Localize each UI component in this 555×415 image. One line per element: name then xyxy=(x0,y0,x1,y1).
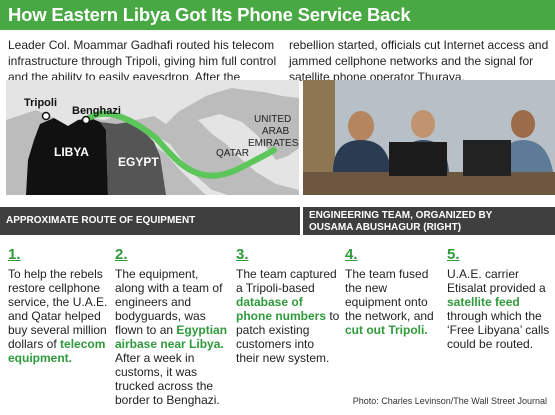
step-1-text: To help the rebels restore cellphone ser… xyxy=(8,267,108,365)
step-2-highlight: Egyptian airbase near Libya. xyxy=(115,323,228,351)
step-2-text-b: After a week in customs, it was trucked … xyxy=(115,351,220,407)
laptop-right xyxy=(463,140,511,176)
person-left-head xyxy=(348,111,374,141)
person-middle-head xyxy=(411,110,435,138)
label-benghazi: Benghazi xyxy=(72,105,121,117)
team-photo-graphic xyxy=(303,80,555,195)
label-libya: LIBYA xyxy=(54,145,89,159)
intro-text-right: rebellion started, officials cut Interne… xyxy=(289,38,549,84)
photo-caption-bar: ENGINEERING TEAM, ORGANIZED BY OUSAMA AB… xyxy=(303,207,555,235)
benghazi-dot xyxy=(81,115,91,125)
step-3-text-a: The team captured a Tripoli-based xyxy=(236,267,337,295)
photo-table xyxy=(303,172,555,195)
step-3-highlight: database of phone numbers xyxy=(236,295,327,323)
step-2-text: The equipment, along with a team of engi… xyxy=(115,267,231,407)
step-5-number: 5. xyxy=(447,246,460,263)
step-2: 2. The equipment, along with a team of e… xyxy=(115,246,231,407)
step-5: 5. U.A.E. carrier Etisalat provided a sa… xyxy=(447,246,551,351)
header-banner: How Eastern Libya Got Its Phone Service … xyxy=(0,0,555,30)
page-title: How Eastern Libya Got Its Phone Service … xyxy=(8,4,411,25)
photo-credit: Photo: Charles Levinson/The Wall Street … xyxy=(352,396,547,406)
step-2-number: 2. xyxy=(115,246,128,263)
intro-text-left: Leader Col. Moammar Gadhafi routed his t… xyxy=(8,38,277,84)
step-4-text: The team fused the new equipment onto th… xyxy=(345,267,440,337)
map-caption: APPROXIMATE ROUTE OF EQUIPMENT xyxy=(6,215,196,226)
step-3-number: 3. xyxy=(236,246,249,263)
step-4: 4. The team fused the new equipment onto… xyxy=(345,246,440,337)
person-left-body xyxy=(333,140,391,172)
step-4-number: 4. xyxy=(345,246,358,263)
route-line xyxy=(83,110,277,179)
label-uae-line1: UNITED xyxy=(254,114,291,125)
step-4-highlight: cut out Tripoli. xyxy=(345,323,428,337)
label-tripoli: Tripoli xyxy=(24,97,57,109)
route-map-graphic: Tripoli Benghazi LIBYA EGYPT QATAR UNITE… xyxy=(6,80,299,195)
step-5-highlight: satellite feed xyxy=(447,295,520,309)
step-3-text-b: to patch existing customers into their n… xyxy=(236,309,340,365)
label-egypt: EGYPT xyxy=(118,155,159,169)
step-5-text-a: U.A.E. carrier Etisalat provided a xyxy=(447,267,546,295)
step-1-number: 1. xyxy=(8,246,21,263)
step-4-text-a: The team fused the new equipment onto th… xyxy=(345,267,434,323)
label-uae-line3: EMIRATES xyxy=(248,138,299,149)
label-qatar: QATAR xyxy=(216,148,249,159)
step-5-text-b: through which the ‘Free Libyana’ calls c… xyxy=(447,309,550,351)
step-1: 1. To help the rebels restore cellphone … xyxy=(8,246,108,365)
step-1-highlight: telecom equipment. xyxy=(8,337,106,365)
step-3-text: The team captured a Tripoli-based databa… xyxy=(236,267,340,365)
step-5-text: U.A.E. carrier Etisalat provided a satel… xyxy=(447,267,551,351)
route-map: Tripoli Benghazi LIBYA EGYPT QATAR UNITE… xyxy=(6,80,299,195)
tripoli-dot xyxy=(41,111,51,121)
photo-caption: ENGINEERING TEAM, ORGANIZED BY OUSAMA AB… xyxy=(309,210,492,234)
map-caption-bar: APPROXIMATE ROUTE OF EQUIPMENT xyxy=(0,207,300,235)
team-photo xyxy=(303,80,555,195)
persian-gulf xyxy=(198,114,299,190)
step-2-text-a: The equipment, along with a team of engi… xyxy=(115,267,223,337)
person-right-head xyxy=(511,110,535,138)
label-uae-line2: ARAB xyxy=(262,126,290,137)
laptop-left xyxy=(389,142,447,176)
egypt-shape xyxy=(100,122,166,195)
step-1-text-a: To help the rebels restore cellphone ser… xyxy=(8,267,108,351)
photo-caption-line2: OUSAMA ABUSHAGUR (RIGHT) xyxy=(309,222,462,233)
libya-shape xyxy=(26,118,108,195)
photo-caption-line1: ENGINEERING TEAM, ORGANIZED BY xyxy=(309,210,493,221)
step-3: 3. The team captured a Tripoli-based dat… xyxy=(236,246,340,365)
